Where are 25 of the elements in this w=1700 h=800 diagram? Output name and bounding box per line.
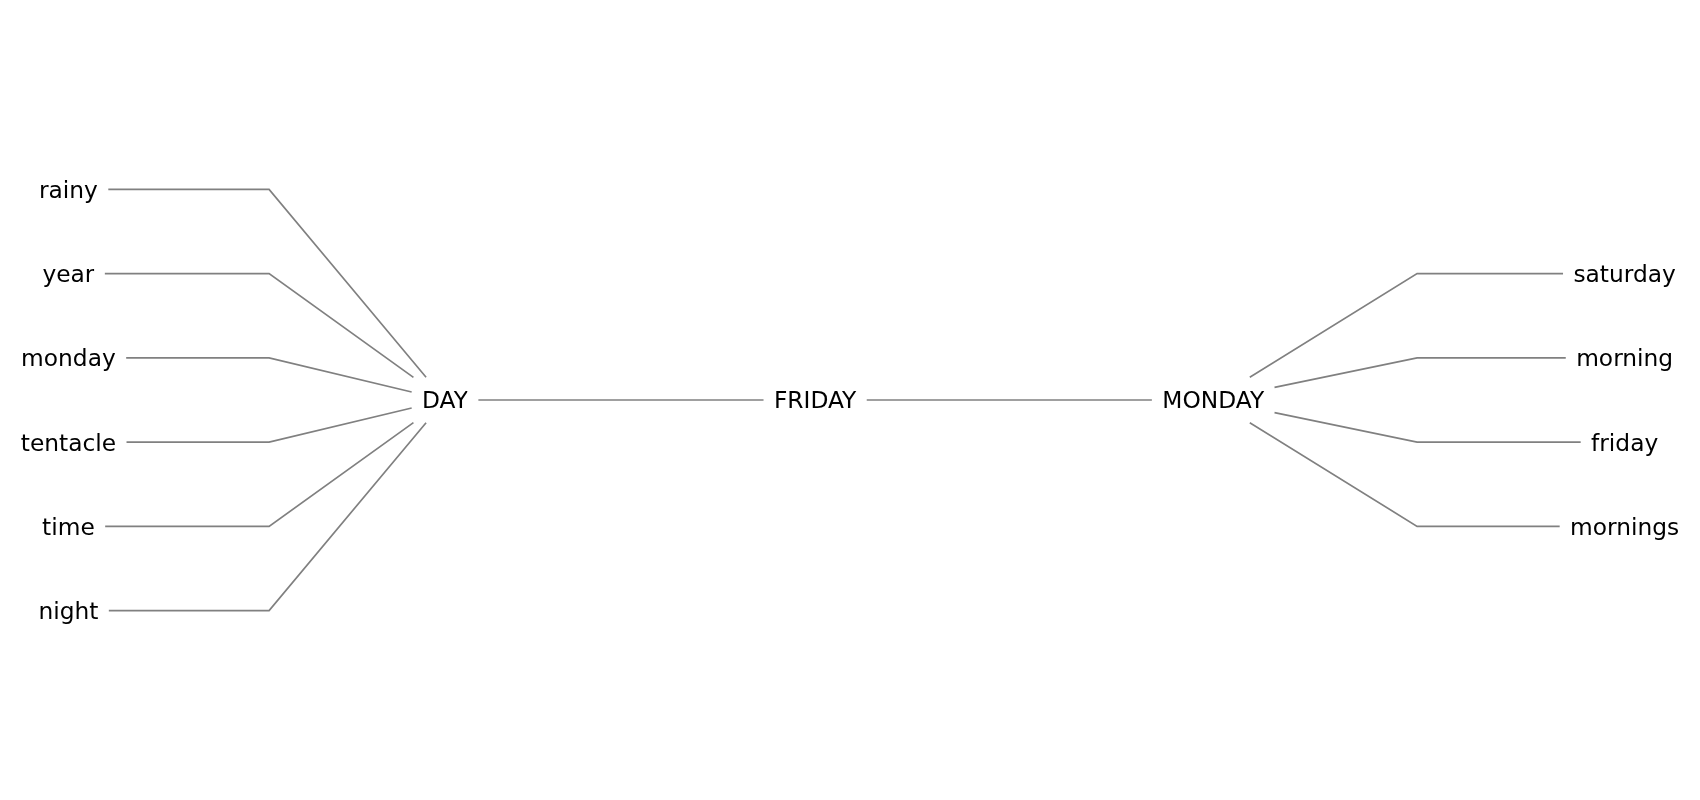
node-text: FRIDAY bbox=[773, 386, 857, 414]
connector bbox=[125, 357, 413, 393]
connector bbox=[477, 399, 765, 401]
connector bbox=[107, 421, 427, 612]
node-text: MONDAY bbox=[1162, 386, 1265, 414]
node-text: monday bbox=[21, 344, 116, 372]
node-text: friday bbox=[1591, 428, 1659, 456]
connector bbox=[107, 188, 427, 379]
node-text: DAY bbox=[422, 386, 469, 414]
node-text: morning bbox=[1576, 344, 1674, 372]
connector bbox=[1248, 272, 1564, 379]
connector bbox=[1248, 421, 1561, 528]
node-text: night bbox=[38, 597, 99, 625]
connector bbox=[1273, 357, 1567, 389]
connector bbox=[1273, 411, 1582, 443]
connector bbox=[104, 272, 415, 379]
connector bbox=[104, 421, 415, 528]
node-text: rainy bbox=[38, 175, 98, 203]
node-text: year bbox=[42, 260, 95, 288]
connector bbox=[865, 399, 1153, 401]
node-text: mornings bbox=[1570, 512, 1680, 540]
node-text: saturday bbox=[1573, 260, 1676, 288]
node-text: time bbox=[42, 512, 95, 540]
node-text: tentacle bbox=[20, 428, 117, 456]
connector bbox=[125, 407, 413, 443]
